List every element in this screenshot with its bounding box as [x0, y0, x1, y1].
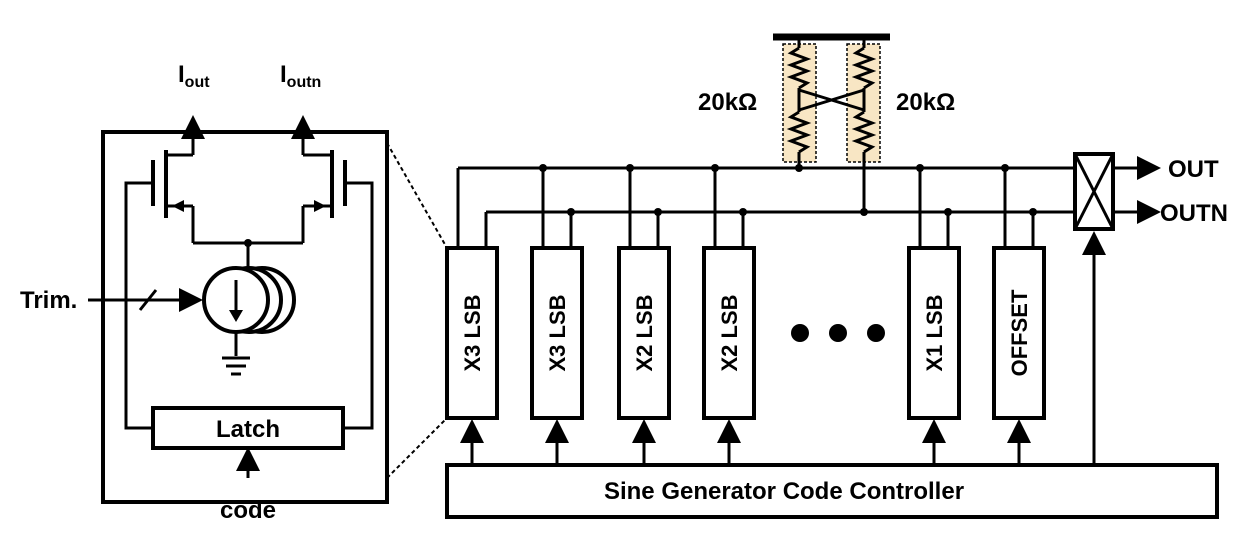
ellipsis-dots-icon: [791, 324, 885, 342]
left-transistor: [151, 150, 195, 243]
code-controller-label: Sine Generator Code Controller: [604, 478, 964, 505]
cell-6-label: OFFSET: [1007, 289, 1032, 376]
dac-array: X3 LSB X3 LSB X2 LSB X2 LSB X1 LSB OFFSE…: [445, 33, 1228, 519]
cell-1-label: X3 LSB: [460, 294, 485, 371]
current-source-icon: [202, 266, 296, 334]
out-label: OUT: [1168, 156, 1219, 183]
right-transistor: [301, 150, 347, 243]
resistor-left-label: 20kΩ: [698, 89, 757, 116]
cell-3-label: X2 LSB: [632, 294, 657, 371]
latch-left-wire: [124, 181, 153, 430]
cell-2-label: X3 LSB: [545, 294, 570, 371]
code-label: code: [220, 497, 276, 524]
zoom-line-bottom: [386, 417, 448, 479]
controller-arrows: [460, 231, 1106, 465]
chopper-switch-icon: [1073, 152, 1115, 231]
bus-slash-icon: [138, 289, 158, 311]
ioutn-label: Ioutn: [280, 61, 321, 91]
latch-right-wire: [343, 181, 374, 430]
unit-cell-detail: Iout Ioutn: [20, 61, 389, 524]
unit-cell-frame: [101, 130, 389, 504]
cell-3: X2 LSB: [617, 246, 671, 420]
latch-label: Latch: [216, 416, 280, 443]
cell-2: X3 LSB: [530, 246, 584, 420]
outn-label: OUTN: [1160, 200, 1228, 227]
cell-5: X1 LSB: [907, 246, 961, 420]
trim-label: Trim.: [20, 287, 77, 314]
cell-4-label: X2 LSB: [717, 294, 742, 371]
cell-4: X2 LSB: [702, 246, 756, 420]
code-controller-block: [445, 463, 1219, 519]
cell-6: OFFSET: [992, 246, 1046, 420]
cell-5-label: X1 LSB: [922, 294, 947, 371]
zoom-line-top: [386, 142, 448, 249]
iout-label: Iout: [178, 61, 210, 91]
resistor-network: [773, 33, 890, 216]
cell-1: X3 LSB: [445, 246, 499, 420]
resistor-right-label: 20kΩ: [896, 89, 955, 116]
ground-icon: [222, 356, 250, 376]
